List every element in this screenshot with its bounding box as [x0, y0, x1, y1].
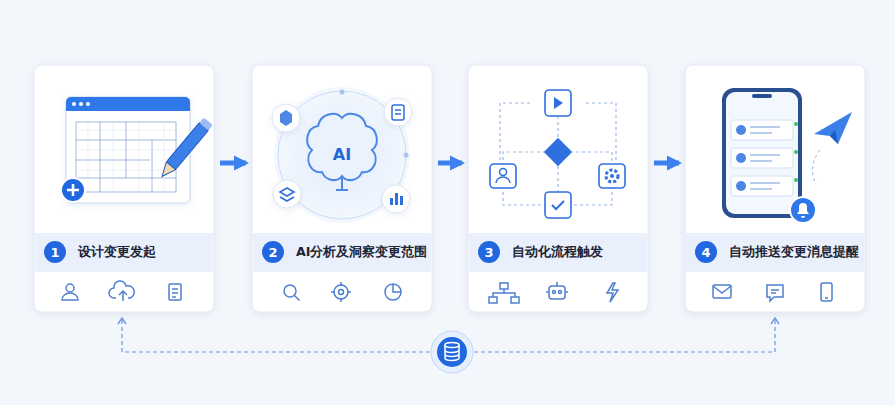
step-card: 自动推送变更消息提醒 4	[685, 65, 865, 312]
step-title: 自动化流程触发	[512, 244, 603, 260]
step-number: 4	[695, 241, 717, 263]
step-number-text: 1	[50, 246, 59, 259]
flow-arrow	[654, 161, 679, 166]
step-card: 自动化流程触发 3	[468, 65, 648, 312]
drawing-illustration	[61, 97, 213, 203]
step-number: 3	[478, 241, 500, 263]
step-card: AI分析及洞察变更范围 2	[252, 65, 432, 312]
step-title: 自动推送变更消息提醒	[729, 244, 859, 260]
workflow-illustration	[490, 90, 625, 218]
step-number: 1	[44, 241, 66, 263]
step-number: 2	[262, 241, 284, 263]
step-card: 设计变更发起 1	[34, 65, 214, 312]
ai-brain-illustration	[272, 87, 412, 223]
card-ground	[34, 65, 865, 312]
step-number-text: 4	[701, 246, 710, 259]
toolbar-icons	[62, 281, 832, 303]
flow-arrow	[438, 161, 462, 166]
database-links	[118, 318, 779, 373]
step-number-text: 2	[268, 246, 277, 259]
ai-badge: AI	[333, 146, 351, 164]
flow-arrow	[220, 161, 246, 166]
step-number-text: 3	[484, 246, 493, 259]
step-title: 设计变更发起	[78, 244, 156, 260]
step-title: AI分析及洞察变更范围	[296, 244, 427, 260]
phone-illustration	[722, 88, 852, 223]
